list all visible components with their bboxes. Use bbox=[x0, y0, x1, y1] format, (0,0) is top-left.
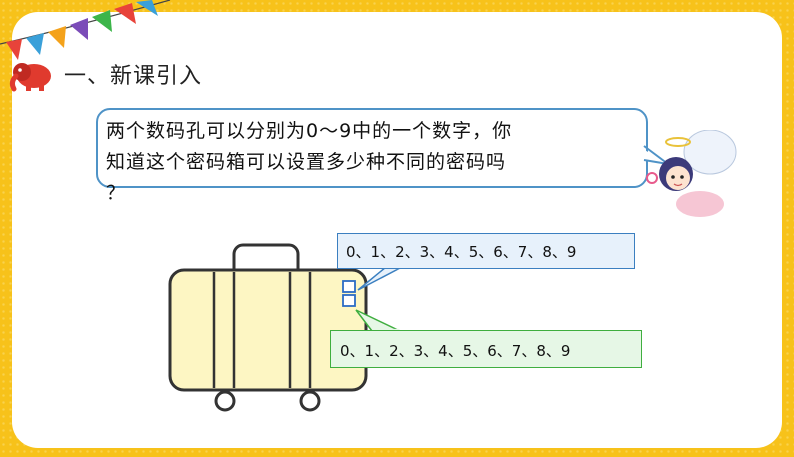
suitcase-icon bbox=[168, 243, 368, 412]
section-header: 一、新课引入 bbox=[8, 56, 308, 92]
question-line: 两个数码孔可以分别为0～9中的一个数字，你 bbox=[106, 120, 513, 142]
question-text: 两个数码孔可以分别为0～9中的一个数字，你 知道这个密码箱可以设置多少种不同的密… bbox=[106, 116, 646, 209]
digit-list-bottom: 0、1、2、3、4、5、6、7、8、9 bbox=[340, 342, 571, 360]
question-line: 知道这个密码箱可以设置多少种不同的密码吗 bbox=[106, 151, 507, 173]
question-line: ？ bbox=[106, 182, 127, 204]
digit-options-top bbox=[337, 233, 635, 269]
code-slot-1 bbox=[342, 280, 356, 293]
bunting-flags-icon bbox=[0, 0, 171, 60]
section-title: 一、新课引入 bbox=[64, 64, 203, 89]
slide-panel bbox=[12, 12, 782, 448]
speech-bubble bbox=[96, 108, 648, 188]
code-slot-2 bbox=[342, 294, 356, 307]
angel-girl-icon bbox=[646, 130, 737, 217]
digit-list-top: 0、1、2、3、4、5、6、7、8、9 bbox=[346, 243, 577, 261]
elephant-logo-icon bbox=[9, 63, 51, 92]
digit-options-bottom bbox=[330, 330, 642, 368]
